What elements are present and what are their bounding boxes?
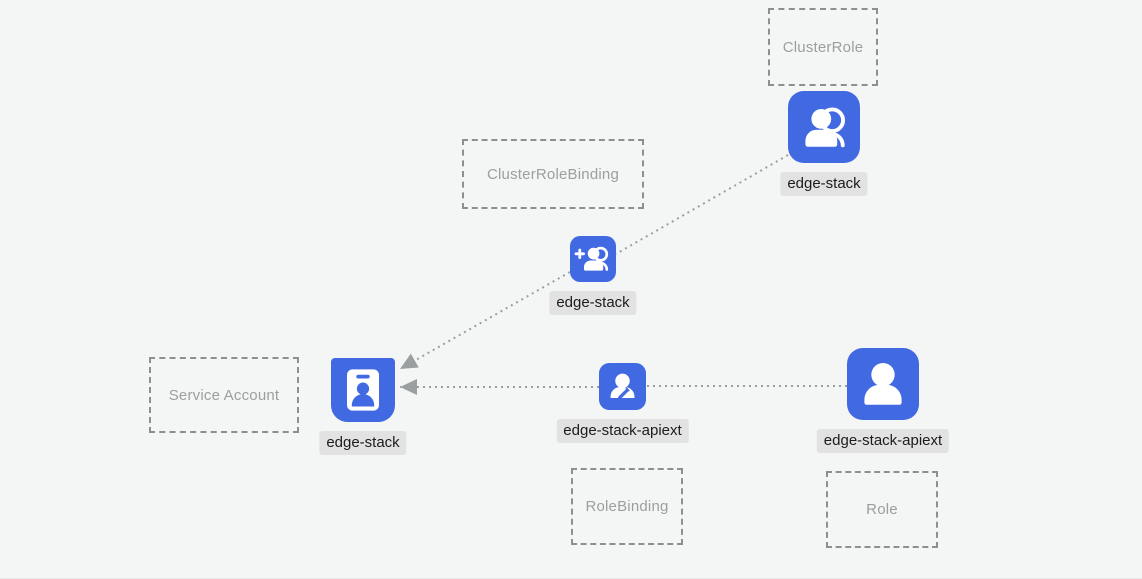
node-label: edge-stack bbox=[549, 291, 637, 316]
kind-box-cluster-role: ClusterRole bbox=[768, 8, 878, 86]
id-badge-icon[interactable] bbox=[331, 358, 395, 422]
kind-box-role-binding: RoleBinding bbox=[571, 468, 683, 545]
node-label: edge-stack bbox=[319, 431, 407, 456]
node-role-binding[interactable]: edge-stack-apiext bbox=[556, 363, 689, 444]
kind-box-label: Service Account bbox=[168, 386, 280, 404]
kind-box-label: ClusterRoleBinding bbox=[486, 165, 619, 183]
add-users-group-icon[interactable] bbox=[570, 236, 616, 282]
node-label: edge-stack-apiext bbox=[556, 419, 689, 444]
node-cluster-role[interactable]: edge-stack bbox=[780, 91, 868, 197]
users-group-icon[interactable] bbox=[788, 91, 860, 163]
kind-box-service-account: Service Account bbox=[149, 357, 299, 433]
user-icon[interactable] bbox=[847, 348, 919, 420]
kind-box-role: Role bbox=[826, 471, 938, 548]
node-service-account[interactable]: edge-stack bbox=[319, 358, 407, 456]
node-label: edge-stack bbox=[780, 172, 868, 197]
node-role[interactable]: edge-stack-apiext bbox=[816, 348, 950, 454]
user-edit-icon[interactable] bbox=[599, 363, 646, 410]
node-label: edge-stack-apiext bbox=[816, 429, 950, 454]
node-cluster-role-binding[interactable]: edge-stack bbox=[549, 236, 637, 316]
edge-arrowhead bbox=[400, 353, 419, 369]
kind-box-label: ClusterRole bbox=[782, 38, 864, 56]
edge-arrowhead bbox=[400, 379, 417, 395]
edge-line bbox=[399, 271, 571, 370]
kind-box-label: Role bbox=[866, 501, 898, 518]
kind-box-cluster-role-binding: ClusterRoleBinding bbox=[462, 139, 644, 209]
kind-box-label: RoleBinding bbox=[585, 498, 669, 515]
